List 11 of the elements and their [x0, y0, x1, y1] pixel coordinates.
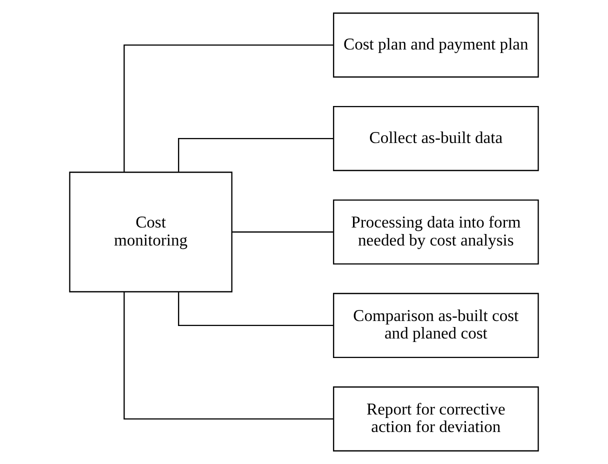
node-box: Comparison as-built cost and planed cost: [332, 292, 539, 358]
node-box: Report for corrective action for deviation: [332, 386, 539, 452]
connector: [124, 292, 334, 420]
node-box: Processing data into form needed by cost analysis: [332, 199, 539, 265]
connector: [178, 138, 334, 172]
node-box: Cost monitoring: [69, 172, 232, 292]
node-box: Collect as-built data: [332, 106, 539, 172]
node-box: Cost plan and payment plan: [332, 12, 539, 78]
connector: [178, 292, 334, 326]
connector: [124, 44, 334, 172]
connector: [232, 231, 334, 233]
